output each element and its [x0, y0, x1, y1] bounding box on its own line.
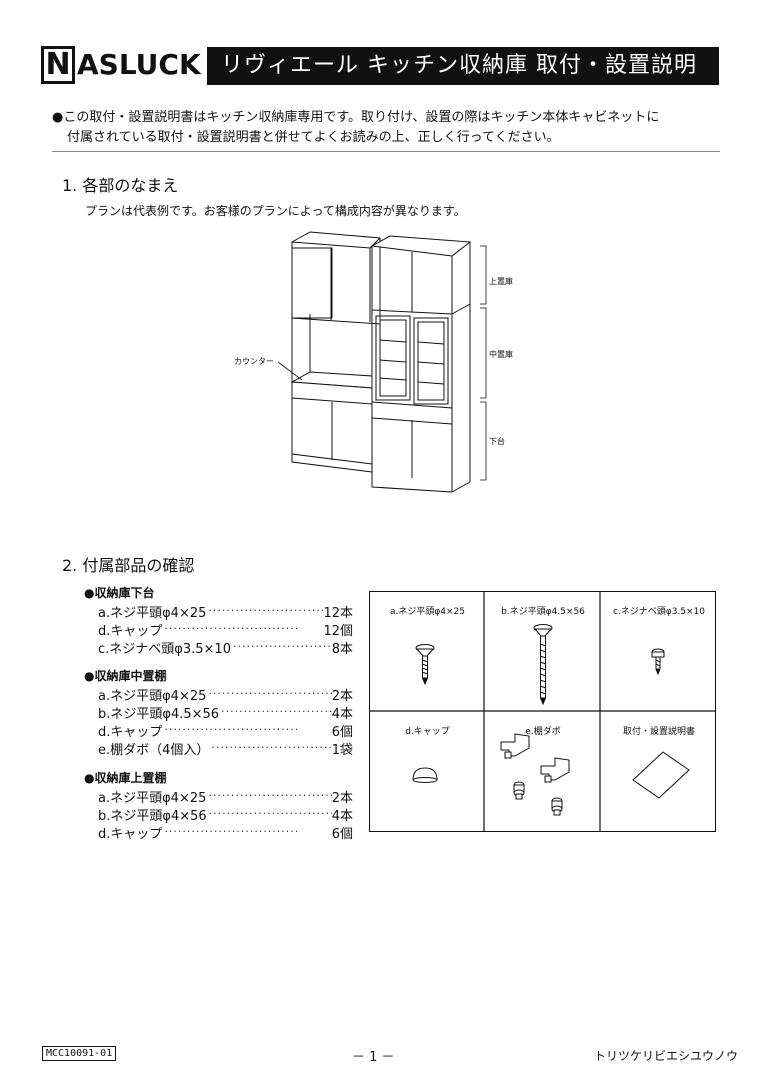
list-item: a.ネジ平頭φ4×25·····························… — [98, 687, 353, 704]
part-cell-e: e.棚ダボ — [485, 712, 601, 833]
part-cell-d: d.キャップ — [370, 712, 485, 833]
logo-text: ASLUCK — [77, 48, 201, 81]
item-name: d.キャップ — [98, 624, 163, 639]
part-label: e.棚ダボ — [525, 727, 561, 737]
logo-initial: N — [41, 46, 75, 84]
manual-icon — [632, 751, 690, 799]
group-title-upper: ●収納庫上置棚 — [84, 771, 167, 785]
section-1-note: プランは代表例です。お客様のプランによって構成内容が異なります。 — [85, 204, 466, 218]
group-title-base: ●収納庫下台 — [84, 586, 155, 600]
divider — [52, 151, 720, 152]
item-qty: 6個 — [331, 827, 353, 842]
item-name: b.ネジ平頭φ4.5×56 — [98, 707, 220, 722]
label-upper: 上置庫 — [489, 276, 513, 286]
item-name: a.ネジ平頭φ4×25 — [98, 791, 207, 806]
cap-icon — [412, 767, 438, 783]
list-item: b.ネジ平頭φ4.5×56···························… — [98, 705, 353, 722]
item-name: b.ネジ平頭φ4×56 — [98, 809, 207, 824]
part-cell-c: c.ネジナベ頭φ3.5×10 — [601, 592, 717, 712]
list-item: b.ネジ平頭φ4×56·····························… — [98, 807, 353, 824]
item-qty: 4本 — [331, 809, 353, 824]
item-qty: 1袋 — [331, 743, 353, 758]
item-name: d.キャップ — [98, 827, 163, 842]
item-qty: 8本 — [331, 642, 353, 657]
section-1-heading: 1. 各部のなまえ — [62, 176, 179, 195]
part-label: d.キャップ — [405, 727, 450, 737]
part-label: c.ネジナベ頭φ3.5×10 — [612, 607, 706, 617]
intro-notice: ●この取付・設置説明書はキッチン収納庫専用です。取り付け、設置の際はキッチン本体… — [52, 108, 722, 148]
list-item: d.キャップ······························12個 — [98, 622, 353, 639]
part-label: a.ネジ平頭φ4×25 — [389, 607, 466, 617]
label-counter: カウンター — [234, 357, 274, 366]
table-grid — [369, 591, 716, 832]
document-code: MCC10091-01 — [42, 1046, 117, 1061]
list-item: a.ネジ平頭φ4×25·····························… — [98, 604, 353, 621]
document-title: リヴィエール キッチン収納庫 取付・設置説明書 — [207, 47, 719, 116]
item-name: d.キャップ — [98, 725, 163, 740]
screw-short-icon — [415, 644, 435, 686]
list-item: e.棚ダボ（4個入）······························… — [98, 741, 353, 758]
group-title-middle: ●収納庫中置棚 — [84, 669, 167, 683]
nasluck-logo: N ASLUCK — [41, 46, 201, 84]
list-item: c.ネジナベ頭φ3.5×10··························… — [98, 640, 353, 657]
item-name: e.棚ダボ（4個入） — [98, 743, 210, 758]
parts-table: a.ネジ平頭φ4×25 b.ネジ平頭φ4.5×56 c.ネジナベ頭φ3.5×10 — [369, 591, 716, 832]
item-name: c.ネジナベ頭φ3.5×10 — [98, 642, 231, 657]
footer-label: トリツケリビエシユウノウ — [594, 1049, 739, 1063]
list-item: d.キャップ······························6個 — [98, 825, 353, 842]
item-qty: 6個 — [331, 725, 353, 740]
section-2-heading: 2. 付属部品の確認 — [62, 556, 195, 575]
cabinet-diagram: カウンター 上置庫 中置庫 下台 — [234, 231, 513, 493]
part-label: 取付・設置説明書 — [622, 727, 695, 737]
screw-long-icon — [533, 624, 553, 706]
item-name: a.ネジ平頭φ4×25 — [98, 606, 207, 621]
intro-line-2: 付属されている取付・設置説明書と併せてよくお読みの上、正しく行ってください。 — [67, 130, 560, 145]
part-cell-b: b.ネジ平頭φ4.5×56 — [485, 592, 601, 712]
item-name: a.ネジ平頭φ4×25 — [98, 689, 207, 704]
item-qty: 12個 — [323, 624, 353, 639]
item-qty: 2本 — [331, 791, 353, 806]
part-cell-a: a.ネジ平頭φ4×25 — [370, 592, 485, 712]
item-qty: 2本 — [331, 689, 353, 704]
pan-head-screw-icon — [651, 648, 665, 676]
item-qty: 4本 — [331, 707, 353, 722]
list-item: a.ネジ平頭φ4×25·····························… — [98, 789, 353, 806]
label-base: 下台 — [489, 436, 505, 446]
list-item: d.キャップ······························6個 — [98, 723, 353, 740]
intro-line-1: ●この取付・設置説明書はキッチン収納庫専用です。取り付け、設置の際はキッチン本体… — [52, 110, 660, 125]
page-number: － 1 － — [352, 1050, 395, 1065]
label-middle: 中置庫 — [489, 349, 513, 359]
shelf-pin-icon — [500, 733, 570, 816]
item-qty: 12本 — [323, 606, 353, 621]
part-label: b.ネジ平頭φ4.5×56 — [501, 607, 585, 617]
part-cell-manual: 取付・設置説明書 — [601, 712, 717, 833]
